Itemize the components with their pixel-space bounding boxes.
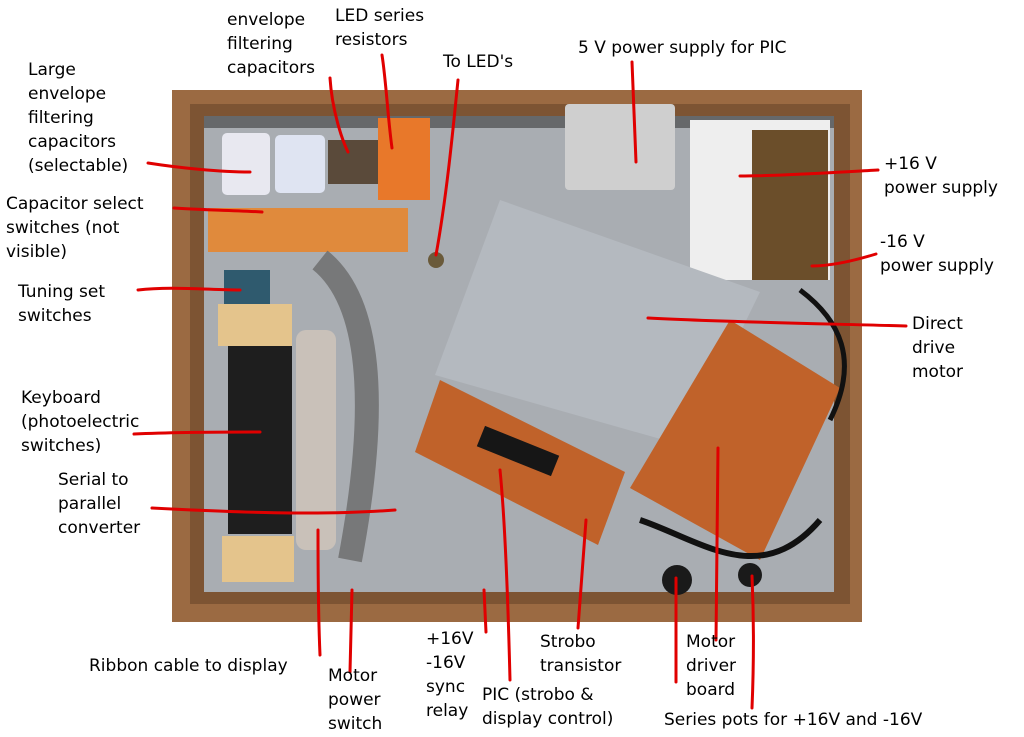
leader-pic: [498, 468, 512, 682]
label-keyboard: Keyboard (photoelectric switches): [21, 388, 140, 456]
label-psu-5v: 5 V power supply for PIC: [578, 38, 787, 58]
label-psu-plus16: +16 V power supply: [884, 154, 998, 198]
enclosure-shadow: [204, 116, 834, 128]
leader-env-caps: [328, 76, 350, 154]
leader-lines: [132, 53, 908, 710]
label-to-leds: To LED's: [443, 52, 514, 72]
leader-to-leds: [434, 78, 460, 257]
leader-driver: [714, 446, 720, 642]
leader-psu-m16: [810, 252, 878, 268]
label-motor: Direct drive motor: [912, 314, 964, 382]
gray-wire-bundle: [312, 250, 379, 563]
psu-16v-components: [752, 130, 828, 280]
leader-pots-2: [750, 574, 755, 710]
label-strobo: Strobo transistor: [540, 632, 622, 676]
label-sync-relay: +16V -16V sync relay: [426, 629, 474, 721]
leader-serial: [150, 506, 397, 515]
leader-cap-switches: [172, 206, 264, 214]
leader-tuning: [136, 286, 242, 292]
leader-led-resistors: [380, 53, 394, 150]
ribbon-cable: [296, 330, 336, 550]
capacitor-switch-strip: [208, 208, 408, 252]
tuning-switches: [224, 270, 270, 304]
label-pic: PIC (strobo & display control): [482, 685, 614, 729]
label-serial: Serial to parallel converter: [58, 470, 141, 538]
leader-motor-switch: [348, 588, 354, 674]
label-large-caps: Large envelope filtering capacitors (sel…: [28, 60, 129, 176]
label-motor-switch: Motor power switch: [328, 666, 383, 734]
pot-knob-2: [738, 563, 762, 587]
label-ribbon: Ribbon cable to display: [89, 656, 288, 676]
leader-psu-5v: [630, 60, 638, 164]
leader-psu-p16: [738, 168, 880, 178]
large-capacitor-2: [275, 135, 325, 193]
motor-plate: [435, 200, 760, 446]
wood-block-bottom: [222, 536, 294, 582]
label-driver: Motor driver board: [686, 632, 737, 700]
label-led-resistors: LED series resistors: [335, 6, 425, 50]
psu-5v-block: [565, 104, 675, 190]
label-cap-switches: Capacitor select switches (not visible): [6, 194, 144, 262]
black-cables: [639, 517, 823, 560]
leader-relay: [482, 588, 488, 634]
small-capacitors: [328, 140, 378, 184]
pic-chip: [476, 425, 560, 477]
wood-block-top: [218, 304, 292, 346]
led-connector: [428, 252, 444, 268]
keyboard-photo-switches: [228, 346, 292, 534]
label-tuning: Tuning set switches: [18, 282, 106, 326]
large-capacitor: [222, 133, 270, 195]
label-envelope-caps: envelope filtering capacitors: [227, 10, 315, 78]
leader-large-caps: [146, 161, 252, 174]
leader-motor: [646, 316, 908, 328]
leader-keyboard: [132, 430, 262, 436]
leader-ribbon: [316, 528, 322, 657]
led-resistor-block: [378, 118, 430, 200]
label-psu-minus16: -16 V power supply: [880, 232, 994, 276]
motor-driver-board: [630, 320, 840, 560]
label-pots: Series pots for +16V and -16V: [664, 710, 923, 730]
leader-strobo: [576, 518, 588, 630]
black-cables-2: [798, 288, 847, 422]
